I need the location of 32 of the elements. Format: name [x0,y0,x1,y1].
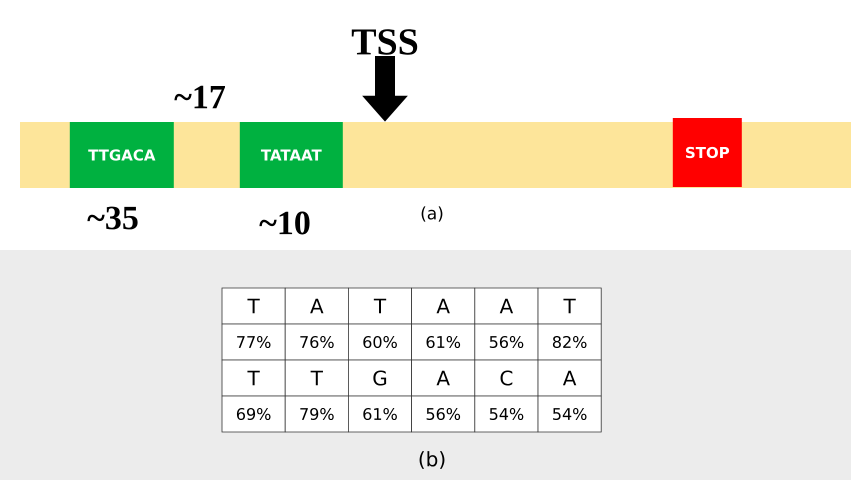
panel-label: (a) [422,206,442,222]
table-cell: 77% [222,324,286,360]
panel-label: (b) [420,451,444,469]
table-cell: T [222,360,286,396]
stop-box: STOP [672,118,742,187]
table-cell: G [348,360,412,396]
table-cell: 76% [284,324,349,360]
position-label: ~17 [174,86,226,108]
table-cell: T [222,288,286,324]
table-cell: 69% [222,396,286,432]
table-cell: T [348,288,412,324]
position-label: ~10 [259,212,310,234]
table-cell: C [474,360,538,396]
table-cell: A [474,288,538,324]
table-cell: T [538,288,602,324]
table-cell: A [284,288,349,324]
promoter-box: TTGACA [70,122,174,188]
table-cell: T [284,360,349,396]
table-cell: A [411,288,476,324]
table-cell: A [538,360,602,396]
site-label: TSS [352,29,418,55]
table-cell: 60% [348,324,412,360]
table-cell: 54% [474,396,538,432]
table-cell: 61% [348,396,412,432]
table-cell: A [411,360,476,396]
table-cell: 56% [411,396,476,432]
table-cell: 82% [538,324,602,360]
table-cell: 54% [538,396,602,432]
promoter-box: TATAAT [240,122,343,188]
table-cell: 61% [411,324,476,360]
table-cell: 79% [284,396,349,432]
table-cell: 56% [474,324,538,360]
